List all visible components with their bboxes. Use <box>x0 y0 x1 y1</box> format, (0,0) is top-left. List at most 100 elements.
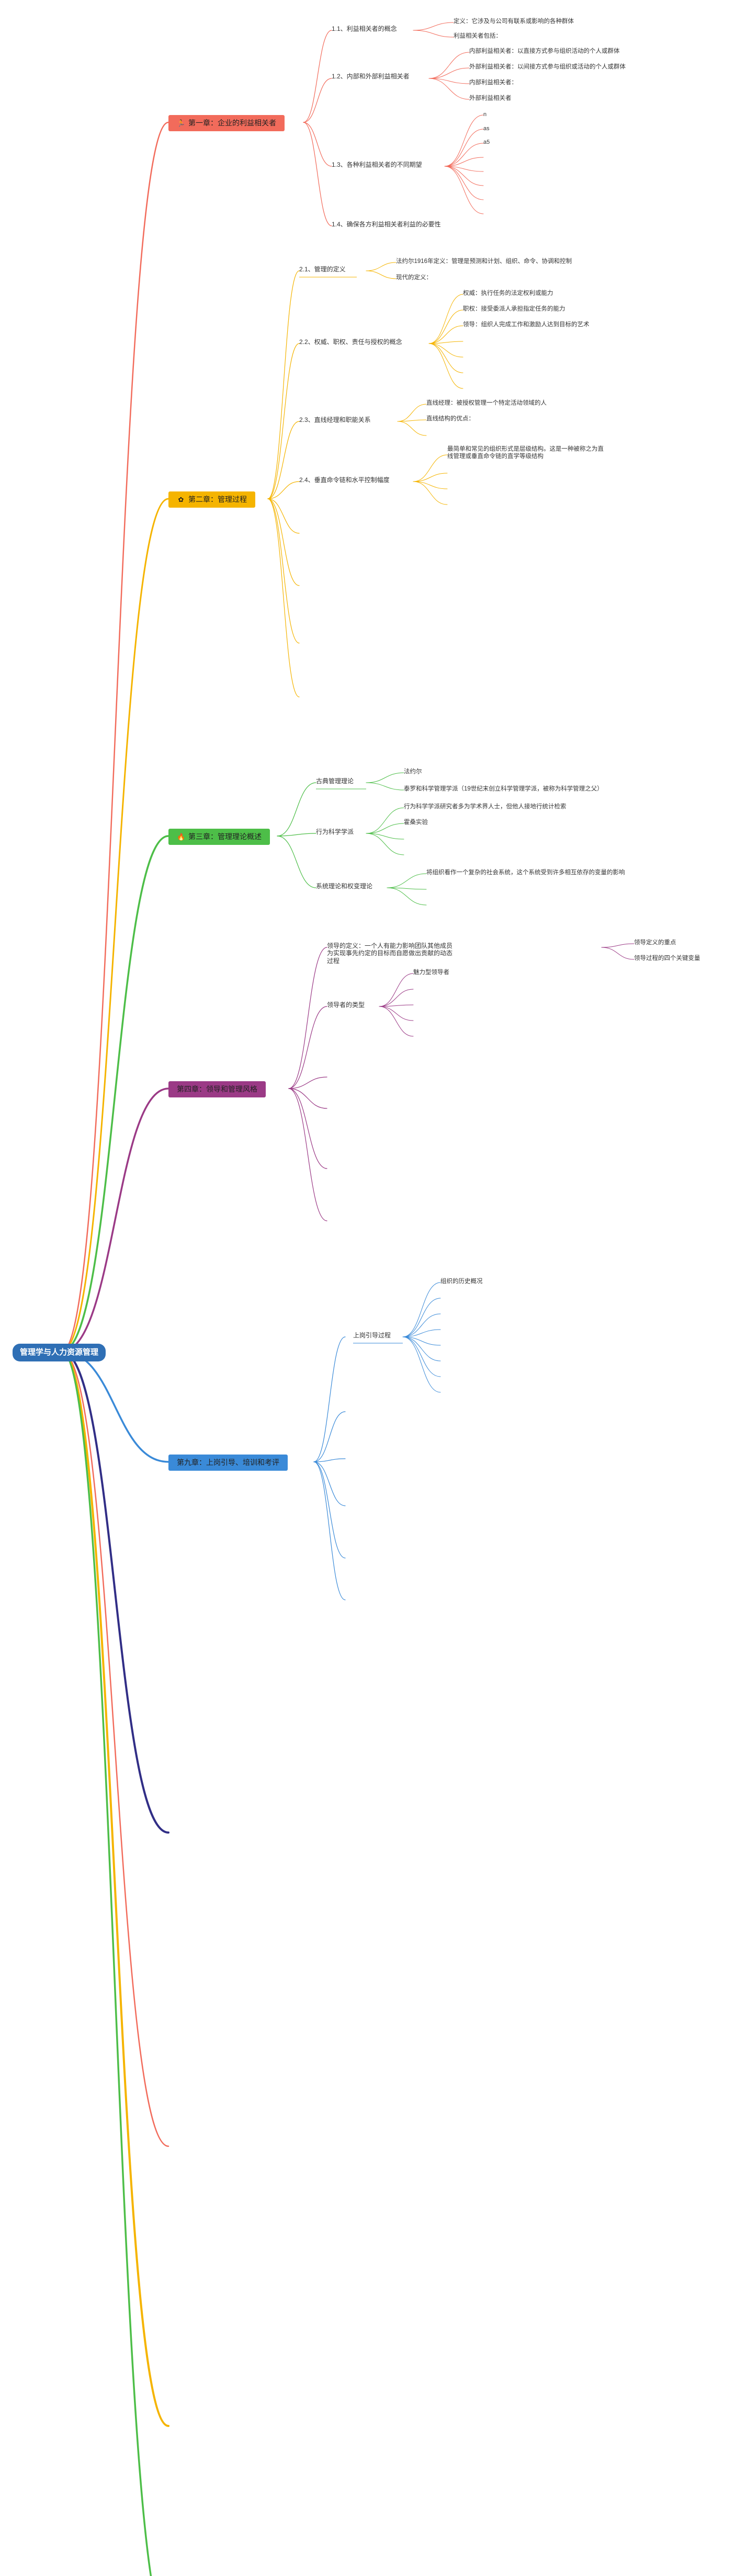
topic-2-3-b[interactable]: 直线结构的优点： <box>426 416 474 422</box>
branch-4-s42 <box>288 1006 327 1089</box>
topic-3-3[interactable]: 系统理论和权变理论 <box>316 883 373 890</box>
chapter-3-node[interactable]: 🔥第三章：管理理论概述 <box>168 829 270 845</box>
branch-2-4-3 <box>413 481 448 505</box>
topic-1-2-d[interactable]: 外部利益相关者 <box>469 95 512 101</box>
topic-5-1[interactable]: 上岗引导过程 <box>353 1332 391 1339</box>
topic-4-2-a[interactable]: 魅力型领导者 <box>413 969 449 976</box>
chapter-5-node[interactable]: 第九章：上岗引导、培训和考评 <box>168 1455 288 1471</box>
branch-1-2-1 <box>428 67 470 79</box>
branch-5-e5 <box>313 1461 346 1600</box>
branch-4-e2 <box>288 1088 327 1109</box>
branch-5-s51 <box>313 1336 346 1462</box>
topic-1-2-b[interactable]: 外部利益相关者：以间接方式参与组织或活动的个人或群体 <box>469 64 626 70</box>
branch-3-s33 <box>277 835 316 888</box>
branch-2-2-0 <box>428 294 463 344</box>
branch-2-4-0 <box>413 454 448 482</box>
topic-3-1-a[interactable]: 法约尔 <box>404 769 422 775</box>
topic-2-1[interactable]: 2.1、管理的定义 <box>299 266 346 273</box>
chapter-4-label: 第四章：领导和管理风格 <box>177 1085 257 1093</box>
root-node[interactable]: 管理学与人力资源管理 <box>13 1344 106 1361</box>
branch-1-s11 <box>303 30 332 123</box>
topic-2-3[interactable]: 2.3、直线经理和职能关系 <box>299 416 371 423</box>
topic-1-2-a[interactable]: 内部利益相关者：以直接方式参与组织活动的个人或群体 <box>469 48 620 54</box>
branch-2-e3 <box>267 498 300 644</box>
branch-1-2-3 <box>428 78 470 100</box>
topic-1-3[interactable]: 1.3、各种利益相关者的不同期望 <box>332 161 422 168</box>
topic-2-2-c[interactable]: 领导：组织人完成工作和激励人达到目标的艺术 <box>463 322 590 328</box>
topic-3-1-b[interactable]: 泰罗和科学管理学派（19世纪末创立科学管理学派，被称为科学管理之父） <box>404 786 603 792</box>
topic-1-3-c[interactable]: a5 <box>483 139 490 145</box>
topic-3-3-a[interactable]: 将组织看作一个复杂的社会系统，这个系统受到许多相互依存的变量的影响 <box>426 869 625 876</box>
branch-2-4-2 <box>413 481 448 489</box>
branch-root-ch3 <box>61 835 169 1353</box>
branch-3-2-0 <box>366 807 404 834</box>
topic-2-1-a[interactable]: 法约尔1916年定义：管理是预测和计划、组织、命令、协调和控制 <box>396 258 572 265</box>
branch-1-s13 <box>303 122 332 167</box>
branch-root-ch2 <box>61 498 169 1353</box>
branch-3-2-2 <box>366 833 404 840</box>
topic-3-2-a[interactable]: 行为科学学派研究者多为学术界人士，但他人接地行统计检索 <box>404 804 567 810</box>
topic-1-1-b[interactable]: 利益相关者包括： <box>454 33 502 39</box>
branch-root-ch4 <box>61 1087 169 1353</box>
topic-2-1-b[interactable]: 现代的定义： <box>396 274 432 281</box>
branch-2-e1 <box>267 498 300 534</box>
branch-5-e3 <box>313 1461 346 1506</box>
branch-4-e1 <box>288 1077 327 1089</box>
topic-5-1-a[interactable]: 组织的历史概况 <box>440 1278 483 1285</box>
branch-2-3-1 <box>397 419 427 422</box>
branch-1-3-2 <box>444 143 484 167</box>
topic-2-4[interactable]: 2.4、垂直命令链和水平控制幅度 <box>299 476 390 484</box>
topic-1-3-a[interactable]: n <box>483 111 487 118</box>
topic-1-2-c[interactable]: 内部利益相关者： <box>469 79 517 86</box>
branch-5-1-4 <box>402 1336 441 1346</box>
topic-3-2[interactable]: 行为科学学派 <box>316 828 354 835</box>
branch-2-3-0 <box>397 404 427 422</box>
branch-3-3-1 <box>387 887 427 890</box>
branch-2-e2 <box>267 498 300 586</box>
topic-1-4[interactable]: 1.4、确保各方利益相关者利益的必要性 <box>332 221 441 228</box>
branch-4-e4 <box>288 1088 327 1221</box>
topic-1-2[interactable]: 1.2、内部和外部利益相关者 <box>332 73 410 80</box>
chapter-2-node[interactable]: ✿第二章：管理过程 <box>168 491 255 508</box>
branch-2-2-1 <box>428 310 463 344</box>
branch-2-2-6 <box>428 343 463 389</box>
branch-2-1b <box>366 270 397 279</box>
topic-3-2-b[interactable]: 霍桑实验 <box>404 819 428 826</box>
branch-1-s12 <box>303 78 332 123</box>
branch-4-e3 <box>288 1088 327 1169</box>
topic-2-3-a[interactable]: 直线经理：被授权管理一个特定活动领域的人 <box>426 400 547 406</box>
topic-3-1[interactable]: 古典管理理论 <box>316 777 354 785</box>
branch-4-2-1 <box>379 989 414 1007</box>
branch-2-2-2 <box>428 325 463 344</box>
topic-4-1-b[interactable]: 领导过程的四个关键变量 <box>634 955 700 961</box>
topic-2-4-a[interactable]: 最简单和常见的组织形式是层级结构。这是一种被称之为直线管理或垂直命令链的直学等级… <box>447 446 604 460</box>
topic-4-1[interactable]: 领导的定义：一个人有能力影响团队其他成员为实现事先约定的目标而自愿做出贡献的动态… <box>327 942 453 965</box>
branch-2-2-5 <box>428 343 463 373</box>
chapter-4-node[interactable]: 第四章：领导和管理风格 <box>168 1081 266 1097</box>
branch-4-1b <box>601 947 635 960</box>
branch-5-1-0 <box>402 1282 441 1337</box>
branch-root-ch6 <box>61 1350 169 1834</box>
branch-5-1-3 <box>402 1329 441 1337</box>
branch-3-3-2 <box>387 887 427 906</box>
topic-2-2-a[interactable]: 权威：执行任务的法定权利或能力 <box>463 290 553 296</box>
branch-2-2-3 <box>428 341 463 344</box>
branch-3-s31 <box>277 782 316 837</box>
topic-1-1[interactable]: 1.1、利益相关者的概念 <box>332 25 397 32</box>
branch-1-3-5 <box>444 166 484 186</box>
branch-5-e1 <box>313 1411 346 1462</box>
chapter-1-node[interactable]: 🏃第一章：企业的利益相关者 <box>168 115 285 131</box>
topic-4-2[interactable]: 领导者的类型 <box>327 1001 365 1009</box>
branch-2-1a <box>366 262 397 271</box>
flower-icon: ✿ <box>178 496 184 503</box>
branch-root-ch8 <box>61 1350 169 2427</box>
topic-4-1-a[interactable]: 领导定义的重点 <box>634 940 676 946</box>
person-run-icon: 🏃 <box>177 119 186 127</box>
topic-1-3-b[interactable]: as <box>483 125 490 132</box>
topic-1-1-a[interactable]: 定义：它涉及与公司有联系或影响的各种群体 <box>454 18 574 25</box>
branch-3-s32 <box>277 833 316 837</box>
topic-2-2[interactable]: 2.2、权威、职权、责任与授权的概念 <box>299 338 402 346</box>
topic-2-2-b[interactable]: 职权：接受委派人承担指定任务的能力 <box>463 306 565 312</box>
branch-2-s23 <box>267 421 300 499</box>
